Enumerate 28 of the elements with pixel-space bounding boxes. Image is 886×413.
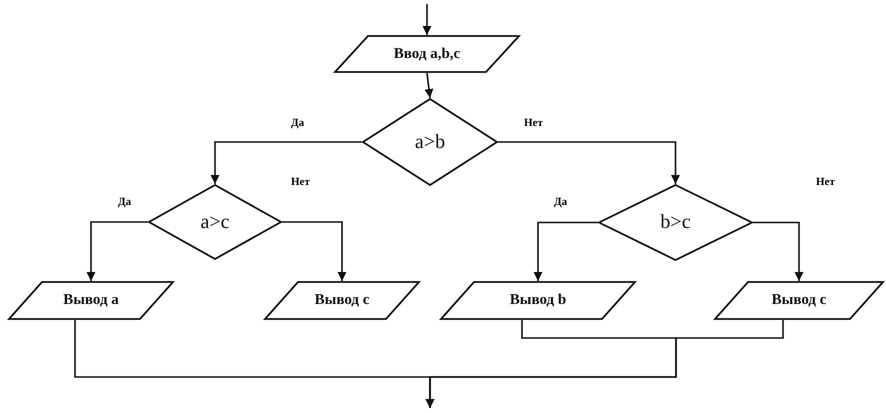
io-text: Вывод c (772, 292, 826, 309)
decision-diamond (148, 184, 282, 260)
edge-label: Да (290, 117, 306, 130)
arrow (498, 141, 680, 184)
io-parallelogram (264, 281, 420, 320)
io-text: Вывод c (314, 292, 370, 309)
io-text: Вывод a (63, 292, 119, 309)
arrow (426, 320, 784, 408)
arrow (534, 222, 598, 281)
condition-text: a>c (200, 210, 230, 234)
arrow (753, 222, 804, 281)
arrow (424, 72, 434, 98)
decision-diamond (598, 184, 753, 261)
edge-label: Да (117, 196, 132, 209)
arrow (282, 221, 346, 281)
io-text: Ввод a,b,c (394, 46, 460, 62)
condition-text: b>c (660, 211, 691, 234)
io-parallelogram (440, 281, 636, 320)
io-parallelogram (8, 281, 174, 320)
condition-text: a>b (414, 130, 446, 154)
io-text: Вывод b (510, 292, 566, 309)
io-parallelogram (334, 35, 520, 73)
arrow (210, 141, 362, 184)
arrow (86, 221, 148, 281)
io-parallelogram (714, 281, 884, 320)
edge-label: Да (553, 196, 568, 209)
decision-diamond (362, 98, 498, 186)
arrow (422, 4, 432, 35)
